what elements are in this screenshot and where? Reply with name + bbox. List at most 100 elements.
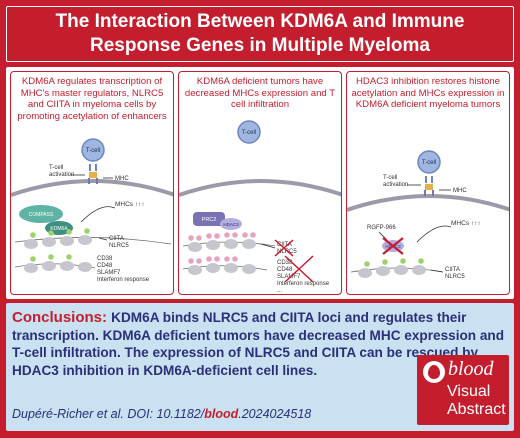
panel-2-diagram: T-cell PRC2 HDAC3 xyxy=(179,120,341,294)
mhcs-up-label: MHCs ↑↑↑ xyxy=(451,220,481,227)
cross-out-icon xyxy=(284,255,314,283)
acetyl-mark-icon xyxy=(48,230,54,236)
nucleosome xyxy=(224,239,238,249)
hdac3-protein-icon xyxy=(220,218,242,230)
panel-hdac3-inhibition: HDAC3 inhibition restores histone acetyl… xyxy=(346,71,510,295)
nucleosome xyxy=(394,265,408,275)
acetyl-mark-icon xyxy=(30,256,36,262)
t-cell-label: T-cell xyxy=(242,130,256,136)
mhcs-up-label: MHCs ↑↑↑ xyxy=(115,201,145,208)
methyl-mark-icon xyxy=(214,256,220,262)
citation-journal: blood xyxy=(204,407,239,421)
nucleosome xyxy=(224,263,238,273)
journal-name: blood xyxy=(448,358,494,380)
nucleosome xyxy=(24,239,38,249)
nucleosome-row-1 xyxy=(24,228,92,249)
nucleosome xyxy=(188,242,202,252)
nucleosome xyxy=(24,263,38,273)
acetyl-mark-icon xyxy=(418,258,424,264)
panel-1-diagram: T-cell T-cell activation MHC COMPASS KDM… xyxy=(11,138,173,283)
acetyl-mark-icon xyxy=(382,259,388,265)
acetyl-mark-icon xyxy=(400,258,406,264)
acetyl-mark-icon xyxy=(48,254,54,260)
methyl-mark-icon xyxy=(188,235,194,241)
nucleosome-row-1 xyxy=(188,232,256,252)
activation-word-1: T-cell xyxy=(49,165,63,171)
t-cell-icon xyxy=(237,120,261,144)
nucleosome-row-2 xyxy=(188,256,256,275)
badge-line-1: Visual xyxy=(447,383,491,400)
nucleosome-row xyxy=(358,258,426,278)
conclusions-body: KDM6A binds NLRC5 and CIITA loci and reg… xyxy=(12,310,505,378)
gene-cd48: CD48 xyxy=(97,263,113,269)
methyl-mark-icon xyxy=(232,256,238,262)
methyl-mark-icon xyxy=(242,232,248,238)
prc2-complex-icon xyxy=(193,212,225,226)
panel-1-title: KDM6A regulates transcription of MHC's m… xyxy=(17,76,167,122)
header-banner: The Interaction Between KDM6A and Immune… xyxy=(6,6,514,62)
gene-list-2: CD38 CD48 SLAMF7 Interferon response ... xyxy=(277,260,331,294)
gene-slamf7: SLAMF7 xyxy=(97,270,121,276)
gene-nlrc5: NLRC5 xyxy=(445,274,465,280)
gene-cd38: CD38 xyxy=(97,256,113,262)
nucleosome xyxy=(206,240,220,250)
gene-ciita: CIITA xyxy=(109,236,124,242)
cross-out-icon xyxy=(274,239,294,257)
panel-3-diagram: T-cell T-cell activation MHC RGFP-966 HD… xyxy=(347,150,509,280)
expression-arrow xyxy=(416,225,452,243)
nucleosome xyxy=(412,265,426,275)
mhc-stem-icon xyxy=(424,190,434,196)
nucleosome-row-2 xyxy=(24,254,92,273)
blood-drop-logo-icon xyxy=(423,361,445,383)
gene-list: CIITA NLRC5 xyxy=(445,267,465,280)
nucleosome xyxy=(242,239,256,249)
nucleosome xyxy=(242,264,256,274)
expression-arrow xyxy=(80,206,116,223)
methyl-mark-icon xyxy=(196,235,202,241)
mhc-stem-icon xyxy=(88,178,98,184)
conclusions-text: Conclusions: KDM6A binds NLRC5 and CIITA… xyxy=(12,309,508,379)
methyl-mark-icon xyxy=(206,256,212,262)
methyl-mark-icon xyxy=(206,233,212,239)
gene-slamf7: SLAMF7 xyxy=(277,274,301,280)
gene-interferon: Interferon response xyxy=(277,281,330,287)
gene-pointer-1 xyxy=(260,243,276,249)
mhc-molecule-icon xyxy=(425,184,433,190)
citation-suffix: .2024024518 xyxy=(238,407,312,421)
dna-strand-1 xyxy=(14,237,172,245)
gene-pointer-1 xyxy=(98,237,108,241)
t-cell-icon xyxy=(417,150,441,174)
methyl-mark-icon xyxy=(196,258,202,264)
page-title: The Interaction Between KDM6A and Immune… xyxy=(55,11,465,56)
acetyl-mark-icon xyxy=(364,261,370,267)
compass-complex-icon xyxy=(19,205,63,223)
inhibitor-label: RGFP-966 xyxy=(367,225,396,231)
mhc-molecule-icon xyxy=(89,172,97,178)
t-cell-activation-label: T-cell activation xyxy=(383,175,408,188)
citation-prefix: Dupéré-Richer et al. DOI: 10.1182/ xyxy=(12,407,205,421)
acetyl-mark-icon xyxy=(66,229,72,235)
gene-ciita: CIITA xyxy=(277,242,292,248)
panel-kdm6a-regulates: KDM6A regulates transcription of MHC's m… xyxy=(10,71,174,295)
t-cell-label: T-cell xyxy=(422,160,436,166)
gene-list-2: CD38 CD48 SLAMF7 Interferon response xyxy=(97,256,150,283)
gene-list-1: CIITA NLRC5 xyxy=(277,242,297,255)
activation-word-2: activation xyxy=(383,182,408,188)
gene-cd38: CD38 xyxy=(277,260,293,266)
citation: Dupéré-Richer et al. DOI: 10.1182/blood.… xyxy=(12,407,311,421)
acetyl-mark-icon xyxy=(66,254,72,260)
prc2-label: PRC2 xyxy=(202,217,217,223)
cell-membrane xyxy=(11,179,173,197)
methyl-mark-icon xyxy=(224,256,230,262)
nucleosome xyxy=(42,261,56,271)
nucleosome xyxy=(60,236,74,246)
badge-line-2: Abstract xyxy=(447,401,506,418)
mhc-label: MHC xyxy=(115,176,129,182)
t-cell-activation-label: T-cell activation xyxy=(49,165,74,178)
nucleosome xyxy=(206,263,220,273)
nucleosome xyxy=(60,261,74,271)
tcr-receptor xyxy=(425,176,433,183)
nucleosome xyxy=(42,237,56,247)
gene-more: ... xyxy=(277,288,282,294)
